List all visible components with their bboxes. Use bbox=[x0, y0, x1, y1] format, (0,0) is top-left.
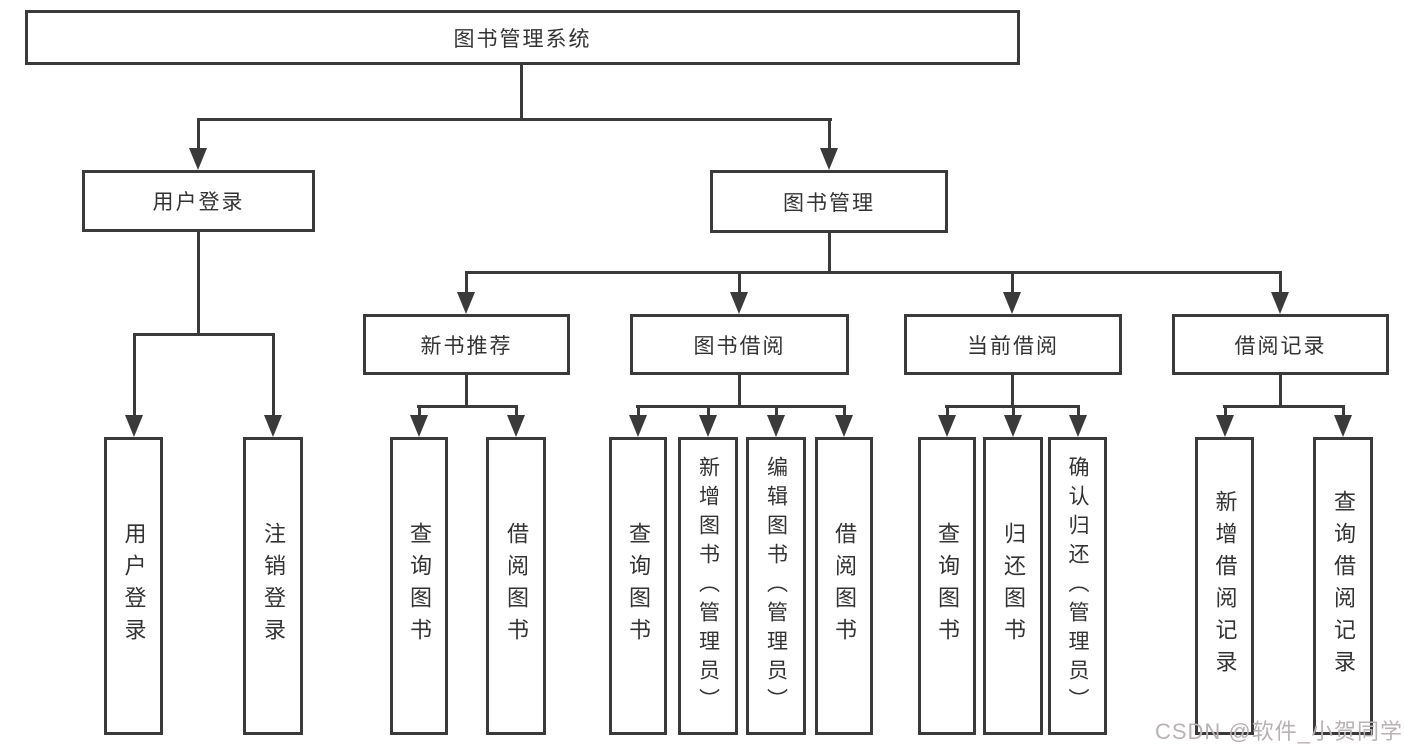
connector-line bbox=[515, 405, 518, 417]
node-nb-query-books-label: 查询图书 bbox=[407, 522, 432, 650]
arrowhead-down-icon bbox=[457, 292, 475, 314]
connector-line bbox=[707, 405, 710, 417]
connector-line bbox=[1224, 405, 1227, 417]
connector-line bbox=[1279, 271, 1282, 293]
connector-line bbox=[465, 271, 1282, 274]
node-root-label: 图书管理系统 bbox=[453, 27, 592, 51]
connector-line bbox=[828, 118, 831, 151]
connector-line bbox=[197, 118, 832, 121]
connector-line bbox=[1279, 375, 1282, 407]
node-user-login-label: 用户登录 bbox=[152, 191, 245, 214]
arrowhead-down-icon bbox=[410, 415, 428, 437]
node-nb-query-books: 查询图书 bbox=[390, 437, 448, 735]
node-cb-confirm-return-admin-label: 确认归还（管理员） bbox=[1066, 455, 1089, 717]
arrowhead-down-icon bbox=[699, 415, 717, 437]
node-br-query-record: 查询借阅记录 bbox=[1313, 437, 1373, 735]
node-bb-borrow-books: 借阅图书 bbox=[815, 437, 873, 735]
connector-line bbox=[520, 65, 523, 120]
arrowhead-down-icon bbox=[125, 415, 143, 437]
connector-line bbox=[775, 405, 778, 417]
connector-line bbox=[1012, 405, 1015, 417]
node-book-mgmt: 图书管理 bbox=[710, 170, 948, 233]
arrowhead-down-icon bbox=[938, 415, 956, 437]
connector-line bbox=[133, 333, 275, 336]
connector-line bbox=[417, 405, 518, 408]
connector-line bbox=[197, 232, 200, 335]
node-leaf-user-login: 用户登录 bbox=[104, 437, 163, 735]
arrowhead-down-icon bbox=[835, 415, 853, 437]
node-borrow-records: 借阅记录 bbox=[1172, 314, 1389, 375]
node-bb-query-books: 查询图书 bbox=[609, 437, 667, 735]
node-bb-add-books-admin-label: 新增图书（管理员） bbox=[696, 455, 720, 717]
node-bb-edit-books-admin-label: 编辑图书（管理员） bbox=[764, 455, 788, 717]
node-root: 图书管理系统 bbox=[25, 10, 1020, 65]
arrowhead-down-icon bbox=[189, 148, 207, 170]
arrowhead-down-icon bbox=[1271, 292, 1289, 314]
arrowhead-down-icon bbox=[820, 148, 838, 170]
node-new-books: 新书推荐 bbox=[363, 314, 570, 375]
node-leaf-user-login-label: 用户登录 bbox=[121, 522, 147, 650]
connector-line bbox=[828, 233, 831, 273]
connector-line bbox=[1011, 271, 1014, 293]
node-br-query-record-label: 查询借阅记录 bbox=[1331, 490, 1356, 682]
node-br-add-record: 新增借阅记录 bbox=[1195, 437, 1254, 735]
node-cb-return-books-label: 归还图书 bbox=[1001, 522, 1026, 650]
connector-line bbox=[1011, 375, 1014, 407]
connector-line bbox=[418, 405, 421, 417]
node-book-borrow: 图书借阅 bbox=[630, 314, 849, 375]
node-br-add-record-label: 新增借阅记录 bbox=[1212, 490, 1238, 682]
connector-line bbox=[133, 333, 136, 417]
node-cb-query-books: 查询图书 bbox=[918, 437, 976, 735]
connector-line bbox=[738, 271, 741, 293]
node-user-login: 用户登录 bbox=[82, 170, 315, 232]
node-cb-confirm-return-admin: 确认归还（管理员） bbox=[1048, 437, 1107, 735]
watermark: CSDN @软件_小贺同学 bbox=[1154, 719, 1403, 744]
node-book-borrow-label: 图书借阅 bbox=[693, 334, 786, 358]
connector-line bbox=[637, 405, 640, 417]
node-leaf-logout: 注销登录 bbox=[243, 437, 303, 735]
node-nb-borrow-books-label: 借阅图书 bbox=[504, 522, 529, 650]
connector-line bbox=[946, 405, 949, 417]
arrowhead-down-icon bbox=[1334, 415, 1352, 437]
connector-line bbox=[1077, 405, 1080, 417]
node-bb-borrow-books-label: 借阅图书 bbox=[832, 522, 857, 650]
connector-line bbox=[272, 333, 275, 417]
arrowhead-down-icon bbox=[1004, 415, 1022, 437]
connector-line bbox=[843, 405, 846, 417]
arrowhead-down-icon bbox=[1069, 415, 1087, 437]
node-current-borrow: 当前借阅 bbox=[904, 314, 1122, 375]
node-cb-return-books: 归还图书 bbox=[983, 437, 1043, 735]
connector-line bbox=[1223, 405, 1344, 408]
arrowhead-down-icon bbox=[629, 415, 647, 437]
node-book-mgmt-label: 图书管理 bbox=[783, 191, 875, 215]
connector-line bbox=[738, 375, 741, 407]
connector-line bbox=[465, 375, 468, 407]
arrowhead-down-icon bbox=[767, 415, 785, 437]
connector-line bbox=[465, 271, 468, 293]
arrowhead-down-icon bbox=[730, 292, 748, 314]
connector-line bbox=[1342, 405, 1345, 417]
node-new-books-label: 新书推荐 bbox=[420, 334, 513, 358]
node-nb-borrow-books: 借阅图书 bbox=[486, 437, 546, 735]
arrowhead-down-icon bbox=[1216, 415, 1234, 437]
node-cb-query-books-label: 查询图书 bbox=[935, 522, 960, 650]
node-bb-edit-books-admin: 编辑图书（管理员） bbox=[746, 437, 806, 735]
node-borrow-records-label: 借阅记录 bbox=[1234, 334, 1327, 358]
node-current-borrow-label: 当前借阅 bbox=[967, 334, 1059, 358]
node-bb-add-books-admin: 新增图书（管理员） bbox=[678, 437, 738, 735]
connector-line bbox=[197, 118, 200, 151]
arrowhead-down-icon bbox=[1003, 292, 1021, 314]
node-bb-query-books-label: 查询图书 bbox=[626, 522, 651, 650]
connector-line bbox=[636, 405, 846, 408]
arrowhead-down-icon bbox=[507, 415, 525, 437]
arrowhead-down-icon bbox=[264, 415, 282, 437]
node-leaf-logout-label: 注销登录 bbox=[261, 522, 286, 650]
